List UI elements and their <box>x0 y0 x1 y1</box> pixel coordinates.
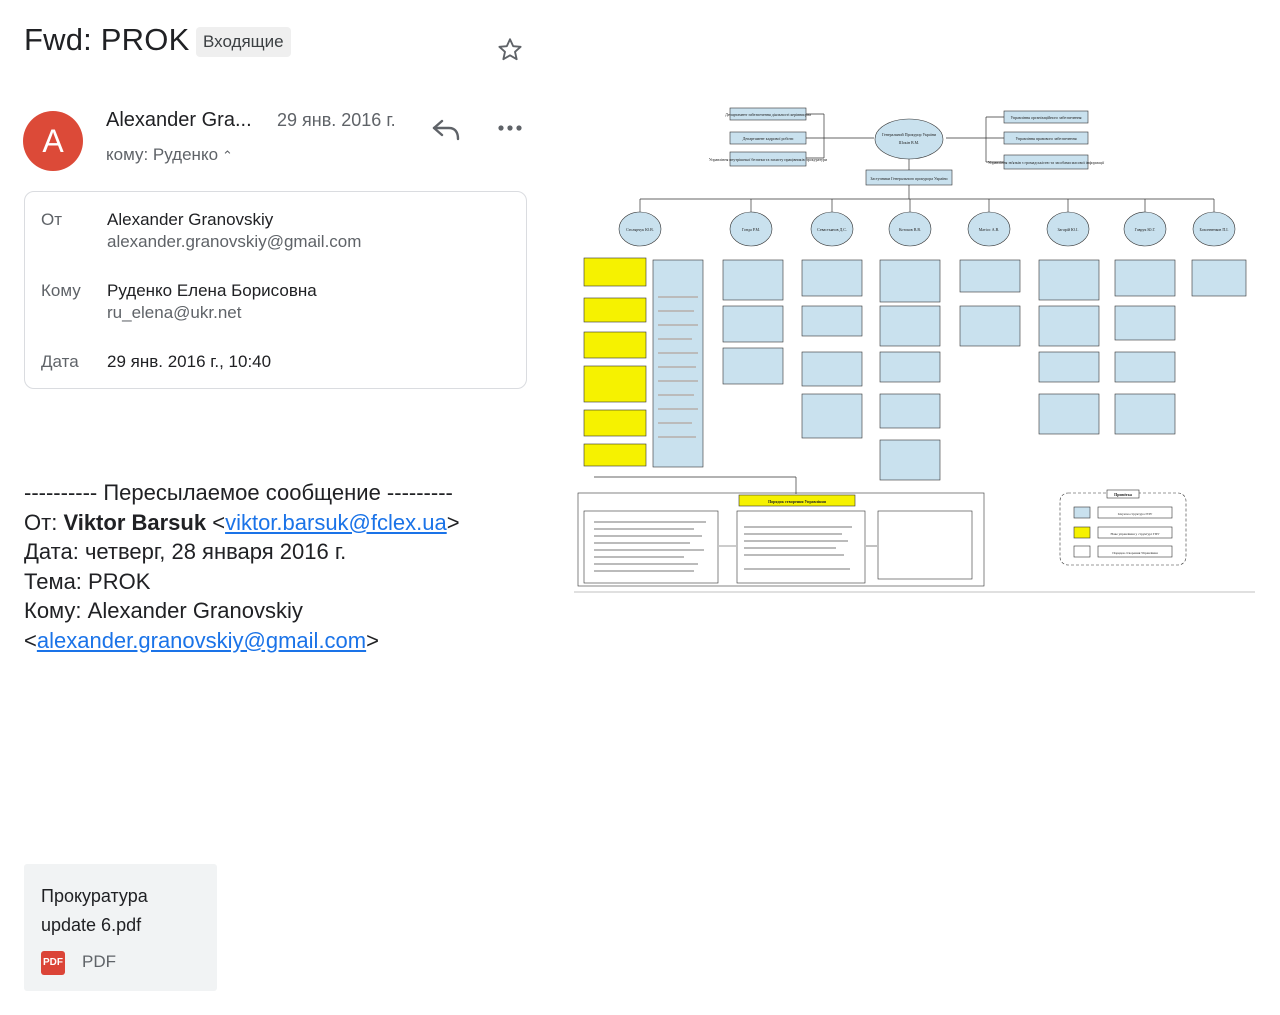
attachment-type: PDF <box>82 952 116 971</box>
preview-deputy-1: Столярчук Ю.В. <box>626 227 654 232</box>
preview-deputy-7: Гаврук Ю.Г. <box>1135 227 1156 232</box>
preview-top-node: Генеральний Прокурор України <box>882 132 937 137</box>
preview-deputy-4: Котоков В.В. <box>899 227 921 232</box>
more-options-icon[interactable] <box>496 118 524 138</box>
inbox-label-badge[interactable]: Входящие <box>196 27 291 57</box>
preview-right-box-3: Управління зв'язків з громадськістю та з… <box>988 160 1105 165</box>
forward-from-name: Viktor Barsuk <box>63 509 207 535</box>
date-value: 29 янв. 2016 г., 10:40 <box>107 352 272 371</box>
sender-avatar[interactable]: A <box>23 111 83 171</box>
preview-deputy-5: Матіос А.В. <box>979 227 1000 232</box>
preview-top-node-sub: Шокін В.М. <box>899 140 919 145</box>
preview-legend-title: Примітка <box>1114 492 1132 497</box>
from-label: От <box>41 210 63 229</box>
preview-legend-item-3: Порядок створення Управління <box>1112 551 1158 555</box>
attachment-filename-line1: Прокуратура <box>41 886 148 906</box>
to-label: Кому <box>41 281 81 300</box>
preview-deputy-3: Севастьянов Д.С. <box>817 227 847 232</box>
forward-from-label: От: <box>24 509 58 535</box>
forwarded-message-block: ---------- Пересылаемое сообщение ------… <box>24 478 530 655</box>
forward-from-line: От: Viktor Barsuk <viktor.barsuk@fclex.u… <box>24 509 460 535</box>
preview-deputy-2: Гонда Р.М. <box>742 227 760 232</box>
to-email[interactable]: ru_elena@ukr.net <box>107 303 242 322</box>
pdf-file-icon: PDF <box>41 951 65 975</box>
forward-date-line: Дата: четверг, 28 января 2016 г. <box>24 539 347 564</box>
from-name: Alexander Granovskiy <box>107 210 274 229</box>
star-icon[interactable] <box>496 36 524 64</box>
forward-separator: ---------- Пересылаемое сообщение ------… <box>24 480 453 505</box>
preview-left-box-1: Департамент забезпечення діяльності кері… <box>725 112 811 117</box>
forward-to-line: Кому: Alexander Granovskiy <box>24 598 303 623</box>
preview-deputies-box: Заступники Генерального прокурора Україн… <box>870 176 948 181</box>
forward-from-email-link[interactable]: viktor.barsuk@fclex.ua <box>225 509 447 535</box>
recipients-toggle[interactable]: кому: Руденко⌃ <box>106 145 233 165</box>
forward-to-email-line: <alexander.granovskiy@gmail.com> <box>24 627 379 653</box>
preview-legend-item-2: Нове управління у структурі ГПУ <box>1111 532 1161 536</box>
preview-deputy-8: Бохонненков П.І. <box>1199 227 1228 232</box>
date-label: Дата <box>41 352 79 371</box>
message-details-card: От Alexander Granovskiy alexander.granov… <box>24 191 527 389</box>
preview-legend-item-1: Існуюча структура ГПУ <box>1118 512 1153 516</box>
preview-left-box-2: Департамент кадрової роботи <box>743 136 795 141</box>
message-date: 29 янв. 2016 г. <box>277 110 396 130</box>
to-name: Руденко Елена Борисовна <box>107 281 317 300</box>
preview-procedure-title: Порядок створення Управління <box>768 499 827 504</box>
attachment-filename-line2: update 6.pdf <box>41 915 142 935</box>
preview-deputy-6: Загарій Ю.І. <box>1058 227 1079 232</box>
preview-right-box-2: Управління правового забезпечення <box>1015 136 1076 141</box>
forward-to-email-link[interactable]: alexander.granovskiy@gmail.com <box>36 627 367 653</box>
attachment-filename: Прокуратура update 6.pdf <box>41 882 148 940</box>
preview-right-box-1: Управління організаційного забезпечення <box>1010 115 1081 120</box>
reply-icon[interactable] <box>430 116 462 144</box>
from-email[interactable]: alexander.granovskiy@gmail.com <box>107 232 362 251</box>
attachment-preview-org-chart[interactable]: Генеральний Прокурор України Шокін В.М. … <box>574 96 1255 594</box>
email-subject: Fwd: PROK <box>24 22 190 57</box>
sender-name[interactable]: Alexander Gra... <box>106 109 252 131</box>
chevron-up-icon: ⌃ <box>222 148 233 163</box>
recipients-summary: кому: Руденко <box>106 145 219 164</box>
forward-subject-line: Тема: PROK <box>24 568 151 594</box>
preview-left-box-3: Управління внутрішньої безпеки та захист… <box>709 157 828 162</box>
